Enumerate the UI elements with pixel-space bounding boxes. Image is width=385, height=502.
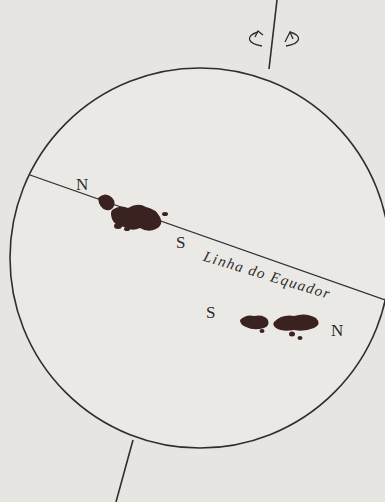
rotation-axis	[116, 440, 133, 502]
rotation-arrow	[249, 31, 298, 46]
pole-letter: N	[331, 322, 343, 339]
pole-letter: S	[206, 304, 215, 321]
rotation-axis	[269, 0, 277, 69]
equator-label: Linha do Equador	[202, 249, 333, 302]
pole-letter: S	[176, 234, 185, 251]
sun-disc	[10, 68, 385, 448]
sunspot-group	[240, 314, 319, 340]
equator-line	[30, 175, 385, 300]
sunspot-group	[98, 194, 168, 231]
pole-letter: N	[76, 176, 88, 193]
